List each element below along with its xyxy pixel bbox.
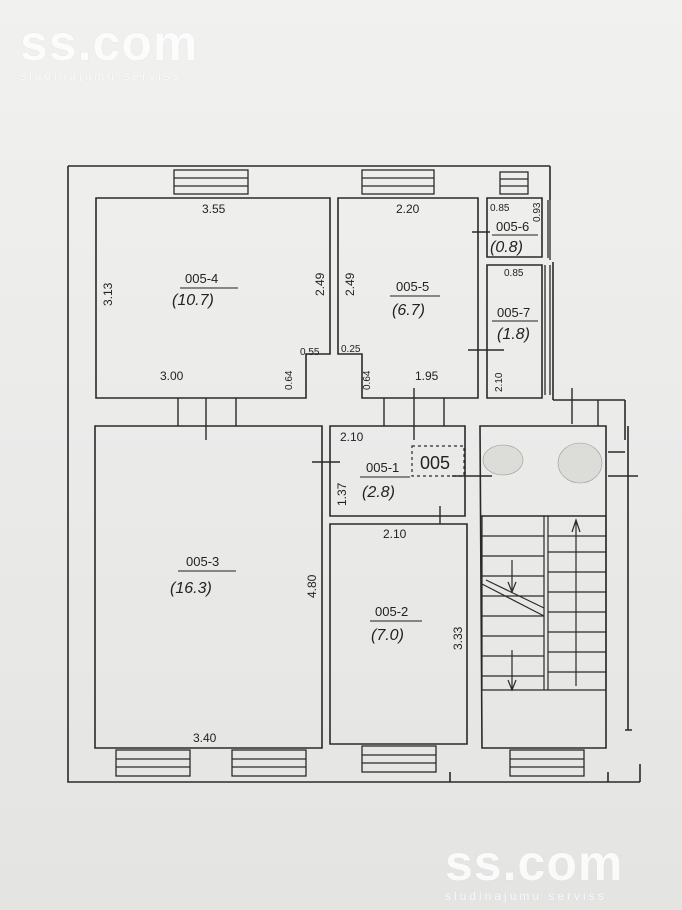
dimension: 0.55 <box>300 347 320 358</box>
watermark-tagline: sludinajumu serviss <box>445 889 607 903</box>
room-area: (16.3) <box>170 580 212 597</box>
room-005-6-outline <box>486 197 543 258</box>
watermark-logo: ss.com sludinajumu serviss <box>445 838 623 902</box>
watermark-brand: ss.com <box>445 835 624 891</box>
dimension: 3.40 <box>193 731 217 745</box>
dimension: 0.64 <box>284 370 295 390</box>
stain-mark <box>557 442 603 484</box>
stairwell-outline <box>479 425 607 749</box>
room-area: (6.7) <box>392 302 425 319</box>
watermark-brand: ss.com <box>20 15 199 71</box>
room-area: (1.8) <box>497 326 530 343</box>
room-id: 005-7 <box>497 305 530 320</box>
room-id: 005-5 <box>396 279 429 294</box>
room-005-1-outline <box>329 425 466 517</box>
room-id: 005-6 <box>496 219 529 234</box>
dimension: 3.13 <box>101 282 115 306</box>
room-area: (7.0) <box>371 627 404 644</box>
staircase <box>481 516 607 692</box>
room-labels: 005-4 (10.7) 005-5 (6.7) 005-6 (0.8) 005… <box>170 219 538 644</box>
room-id: 005-3 <box>186 554 219 569</box>
outer-wall-right <box>549 166 626 426</box>
dimension: 4.80 <box>305 574 319 598</box>
room-005-2-outline <box>329 523 468 745</box>
room-area: (2.8) <box>362 484 395 501</box>
room-005-7-outline <box>486 264 543 399</box>
outer-wall <box>67 165 641 783</box>
right-wall-lines <box>624 426 632 731</box>
dimension-labels: 3.55 3.13 2.49 3.00 0.55 0.64 2.20 2.49 … <box>101 202 543 745</box>
room-area: (10.7) <box>172 292 214 309</box>
stain-mark <box>482 444 524 476</box>
dimension: 2.20 <box>396 202 420 216</box>
dimension: 2.49 <box>313 272 327 296</box>
room-id: 005-4 <box>185 271 218 286</box>
room-005-4-outline <box>95 197 331 399</box>
room-area: (0.8) <box>490 239 523 256</box>
dimension: 0.93 <box>532 202 543 222</box>
dimension: 0.85 <box>490 203 510 214</box>
dimension: 3.55 <box>202 202 226 216</box>
room-id: 005-1 <box>366 460 399 475</box>
dimension: 2.10 <box>340 430 364 444</box>
room-005-3-outline <box>94 425 323 749</box>
dimension: 0.64 <box>362 370 373 390</box>
dimension: 2.10 <box>494 372 505 392</box>
watermark-logo: ss.com sludinajumu serviss <box>20 18 198 82</box>
apartment-label-box <box>411 445 465 477</box>
windows <box>115 169 585 777</box>
door-marks <box>177 231 638 524</box>
dimension: 0.25 <box>341 344 361 355</box>
dimension: 3.33 <box>451 626 465 650</box>
dimension: 1.95 <box>415 369 439 383</box>
dimension: 3.00 <box>160 369 184 383</box>
room-005-5-outline <box>337 197 479 399</box>
dimension: 2.49 <box>343 272 357 296</box>
watermark-tagline: sludinajumu serviss <box>20 69 182 83</box>
room-id: 005-2 <box>375 604 408 619</box>
dimension: 0.85 <box>504 268 524 279</box>
apartment-label: 005 <box>420 453 450 473</box>
dimension: 1.37 <box>335 482 349 506</box>
dimension: 2.10 <box>383 527 407 541</box>
